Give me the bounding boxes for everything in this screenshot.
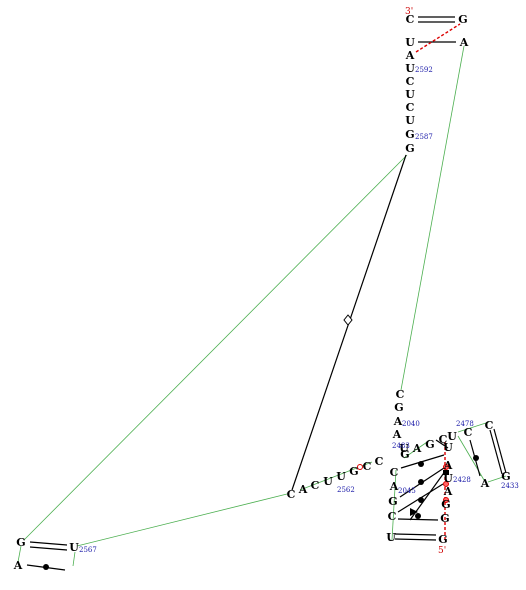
nucleotide: U [399, 442, 409, 455]
nucleotide: A [298, 483, 308, 496]
diamond-glyph [343, 314, 353, 326]
nucleotide: U [386, 531, 396, 544]
nucleotide: G [441, 498, 450, 511]
residue-number: 2045 [398, 487, 416, 495]
base-pair-line [29, 546, 68, 551]
nucleotide: G [425, 438, 434, 451]
nucleotide: U [447, 430, 457, 443]
nucleotide: U [405, 62, 415, 75]
nucleotide: U [443, 441, 453, 454]
residue-number: 2478 [456, 420, 474, 428]
residue-number: 2592 [415, 66, 433, 74]
backbone-line [23, 154, 408, 541]
base-pair-line [29, 541, 68, 546]
backbone-line [400, 45, 465, 391]
base-pair-line [493, 428, 507, 474]
nucleotide: C [390, 466, 399, 479]
pair-dot-glyph [473, 455, 479, 461]
nucleotide: U [69, 541, 79, 554]
nucleotide: G [405, 142, 414, 155]
residue-number: 2040 [402, 420, 420, 428]
nucleotide: C [363, 460, 372, 473]
residue-number: 2567 [79, 546, 97, 554]
nucleotide: A [443, 485, 453, 498]
nucleotide: A [459, 36, 469, 49]
nucleotide: A [405, 49, 415, 62]
nucleotide: G [388, 495, 397, 508]
backbone-line [72, 551, 76, 567]
backbone-line [403, 439, 431, 459]
nucleotide: A [393, 415, 403, 428]
non-canonical-interaction-line [415, 23, 461, 53]
backbone-line [457, 421, 490, 433]
red-dot-glyph [443, 464, 449, 470]
nucleotide: G [349, 465, 358, 478]
five-prime-label: 5' [438, 546, 446, 556]
nucleotide: C [406, 101, 415, 114]
residue-number: 2587 [415, 133, 433, 141]
residue-number: 2562 [337, 486, 355, 494]
base-pair-line [394, 533, 437, 536]
nucleotide: U [405, 88, 415, 101]
nucleotide: C [375, 455, 384, 468]
residue-number: 2433 [501, 482, 519, 490]
pair-dot-glyph [43, 564, 49, 570]
nucleotide: A [443, 459, 453, 472]
backbone-line [487, 475, 507, 483]
base-pair-line [435, 439, 449, 449]
nucleotide: G [16, 536, 25, 549]
residue-number: 2428 [453, 476, 471, 484]
nucleotide: C [311, 479, 320, 492]
nucleotide: G [438, 533, 447, 546]
nucleotide: C [388, 510, 397, 523]
nucleotide: C [287, 488, 296, 501]
nucleotide: A [412, 442, 422, 455]
backbone-line [391, 469, 397, 541]
nucleotide: C [396, 388, 405, 401]
non-canonical-lines [415, 23, 461, 540]
base-pair-line [397, 518, 439, 521]
backbone-line [76, 493, 288, 547]
interaction-glyphs [43, 314, 479, 570]
nucleotide: G [458, 13, 467, 26]
nucleotide: C [485, 419, 494, 432]
nucleotide: G [501, 470, 510, 483]
nucleotide: A [389, 480, 399, 493]
pair-dot-glyph [418, 479, 424, 485]
nucleotides: C G U A A U C U C U G G C G A A G U A G … [13, 13, 511, 572]
base-pair-line [394, 538, 437, 541]
nucleotide: C [406, 75, 415, 88]
base-pair-line [489, 429, 503, 475]
triangle-glyph [410, 508, 418, 516]
pair-dot-glyph [415, 513, 421, 519]
pair-dot-glyph [418, 461, 424, 467]
nucleotide: G [440, 512, 449, 525]
nucleotide: U [336, 470, 346, 483]
square-glyph [443, 470, 449, 475]
red-dot-glyph [443, 497, 449, 503]
residue-numbers: 2592 2587 2040 2478 2483 2428 2433 2045 … [79, 66, 519, 554]
open-circle-glyph [357, 464, 363, 470]
nucleotide: C [406, 13, 415, 26]
nucleotide: G [400, 448, 409, 461]
nucleotide: A [392, 428, 402, 441]
nucleotide: C [464, 426, 473, 439]
pair-dot-glyph [418, 497, 424, 503]
nucleotide: U [405, 114, 415, 127]
nucleotide: A [480, 477, 490, 490]
residue-number: 2483 [392, 442, 410, 450]
nucleotide: G [394, 401, 403, 414]
nucleotide: U [405, 36, 415, 49]
nucleotide: U [323, 475, 333, 488]
backbone-line [17, 545, 22, 563]
nucleotide: U [443, 472, 453, 485]
red-dot-glyph [443, 481, 449, 487]
nucleotide: C [439, 433, 448, 446]
nucleotide: G [405, 128, 414, 141]
nucleotide: A [13, 559, 23, 572]
three-prime-label: 3' [405, 7, 413, 17]
base-pair-lines [26, 16, 507, 571]
